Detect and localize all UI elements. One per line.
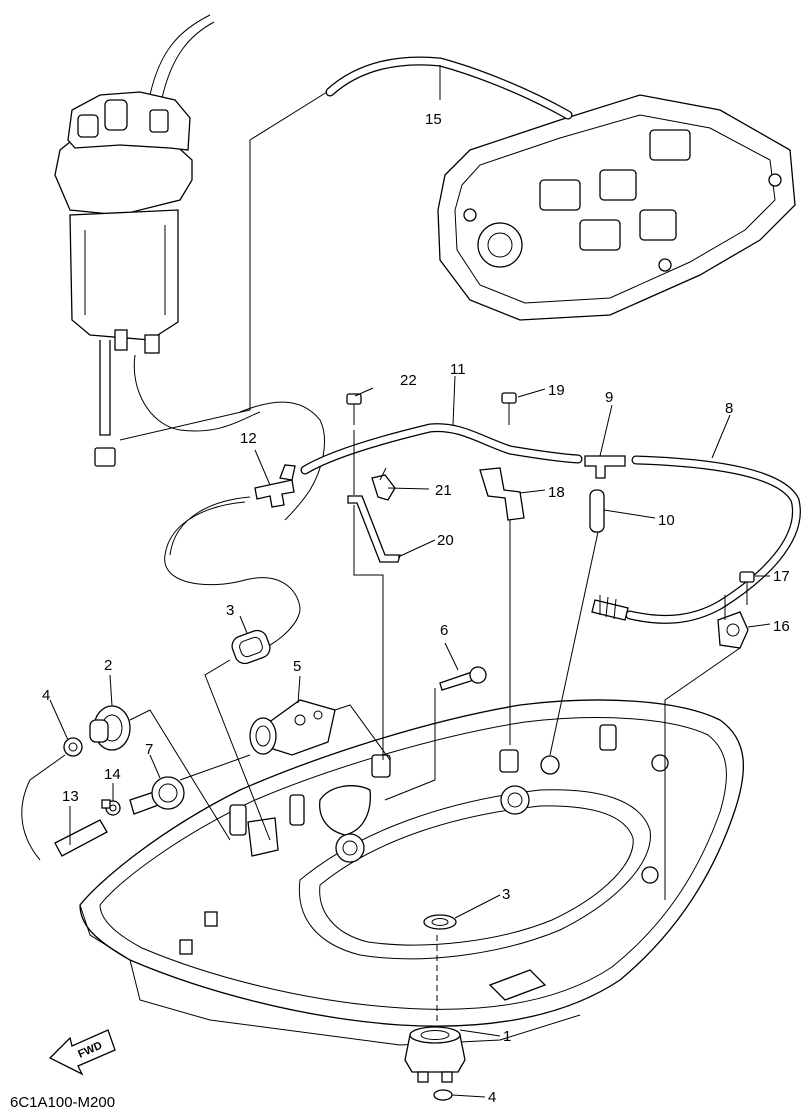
- clamp-4: [63, 737, 83, 757]
- hose-15: [325, 56, 573, 120]
- callout-20: 20: [437, 532, 454, 549]
- callout-8: 8: [725, 400, 733, 417]
- callout-5: 5: [293, 658, 301, 675]
- holder-21: [371, 467, 396, 501]
- callout-2: 2: [104, 657, 112, 674]
- grommet-1: [404, 1026, 466, 1083]
- grommet-3: [231, 629, 271, 665]
- fwd-arrow-icon: FWD: [48, 1029, 116, 1076]
- callout-13: 13: [62, 788, 79, 805]
- grommet-2: [89, 705, 131, 751]
- callout-22: 22: [400, 372, 417, 389]
- diagram-code: 6C1A100-M200: [10, 1094, 115, 1111]
- callout-6: 6: [440, 622, 448, 639]
- callout-4-upper: 4: [42, 687, 50, 704]
- hose-13: [54, 819, 108, 857]
- fitting-7: [129, 776, 185, 815]
- callout-numbers: 15 22 11 19 9 8 12 21 18 10 20 17 3 16 6…: [42, 111, 790, 1106]
- hose-13-route: [164, 501, 301, 649]
- callout-12: 12: [240, 430, 257, 447]
- hose-13-route-inner: [169, 496, 251, 556]
- callout-leaders: [49, 65, 771, 1098]
- bottom-cowling: [79, 699, 744, 1046]
- callout-9: 9: [605, 389, 613, 406]
- callout-18: 18: [548, 484, 565, 501]
- leader-grommet-2: [129, 709, 231, 841]
- hose-10: [589, 489, 605, 533]
- callout-7: 7: [145, 741, 153, 758]
- callout-14: 14: [104, 766, 121, 783]
- leader-fitting-7: [179, 754, 251, 781]
- bolt-17: [739, 571, 755, 605]
- callout-17: 17: [773, 568, 790, 585]
- leader-clamp-16-b: [664, 647, 741, 900]
- callout-15: 15: [425, 111, 442, 128]
- callout-10: 10: [658, 512, 675, 529]
- grommet-5: [249, 699, 336, 756]
- callout-1: 1: [503, 1028, 511, 1045]
- hose-8: [625, 455, 801, 624]
- hose-fitting: [591, 595, 629, 621]
- engine-base-plate: [437, 94, 796, 321]
- clamp-4-lower: [433, 1089, 453, 1101]
- leader-grommet-3: [204, 659, 271, 841]
- bolt-22: [346, 393, 362, 425]
- callout-11: 11: [450, 361, 466, 378]
- joint-9: [584, 455, 626, 479]
- clip-18: [479, 467, 525, 521]
- callout-3-upper: 3: [226, 602, 234, 619]
- screw-6: [439, 666, 487, 691]
- callout-19: 19: [548, 382, 565, 399]
- leader-clamp-4: [21, 754, 66, 861]
- clamp-20: [347, 495, 401, 563]
- callout-16: 16: [773, 618, 790, 635]
- hose-11: [300, 423, 583, 475]
- clamp-16: [717, 611, 749, 649]
- callout-21: 21: [435, 482, 452, 499]
- joint-12: [254, 464, 296, 508]
- leader-hose-15: [119, 91, 328, 441]
- grommet-3-lower: [423, 914, 457, 930]
- leader-hose-10: [549, 531, 599, 756]
- clamp-14: [101, 799, 121, 816]
- callout-4-lower: 4: [488, 1089, 496, 1106]
- callout-3-lower: 3: [502, 886, 510, 903]
- bolt-19: [501, 392, 517, 425]
- leader-screw-6: [384, 688, 436, 801]
- leader-clamp-20: [353, 505, 384, 760]
- engine-assembly: [54, 14, 326, 521]
- leader-grommet-5: [334, 704, 391, 761]
